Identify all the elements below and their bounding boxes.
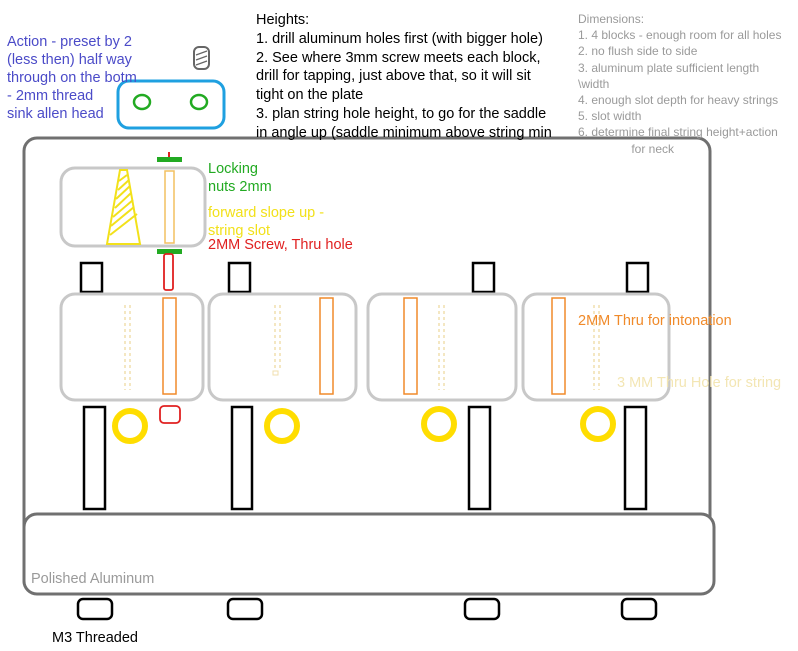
- saddle-blocks: [59, 292, 671, 402]
- preset-screw-icon: [193, 46, 210, 70]
- action-note: Action - preset by 2 (less then) half wa…: [7, 34, 137, 122]
- heights-note: Heights: 1. drill aluminum holes first (…: [256, 12, 552, 141]
- screw-thru-label: 2MM Screw, Thru hole: [208, 237, 353, 253]
- preset-block: [116, 79, 226, 130]
- rear-posts: [79, 261, 650, 294]
- saddle-detail: [59, 152, 207, 291]
- plate-label: Polished Aluminum: [31, 571, 155, 587]
- intonation-label: 2MM Thru for intonation: [578, 313, 732, 329]
- m3-feet: [76, 597, 658, 621]
- string-hole-label: 3 MM Thru Hole for string: [617, 375, 782, 391]
- string-hole-rings: [112, 406, 616, 444]
- threaded-label: M3 Threaded: [52, 630, 138, 646]
- polished-lip: [22, 512, 716, 596]
- dimensions-note: Dimensions: 1. 4 blocks - enough room fo…: [578, 12, 782, 156]
- forward-slope-label: forward slope up - string slot: [208, 205, 325, 239]
- screw-end: [159, 405, 181, 424]
- front-posts: [82, 405, 648, 511]
- locking-nuts-label: Locking nuts 2mm: [208, 161, 272, 195]
